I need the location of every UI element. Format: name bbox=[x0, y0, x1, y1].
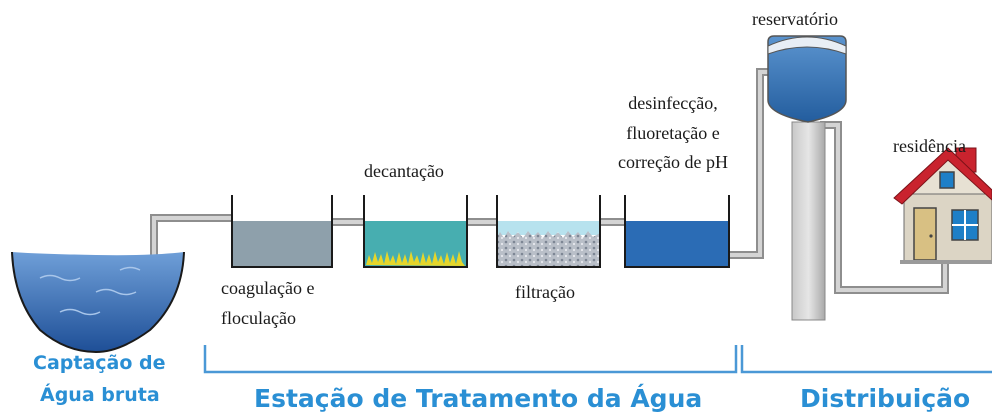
reservoir-tank bbox=[767, 35, 847, 123]
label-reservoir: reservatório bbox=[752, 9, 838, 29]
sediment-layer bbox=[366, 251, 465, 266]
section-treatment-station: Estação de Tratamento da Água bbox=[254, 384, 703, 413]
label-disinfection-line1: desinfecção, bbox=[628, 93, 718, 113]
house bbox=[893, 147, 992, 264]
section-distribution: Distribuição bbox=[800, 384, 971, 413]
attic-window bbox=[939, 171, 955, 189]
roof bbox=[893, 147, 992, 205]
raw-basin-outline bbox=[11, 251, 185, 354]
label-coagulation-line1: coagulação e bbox=[221, 278, 315, 298]
label-coagulation-line2: floculação bbox=[221, 308, 296, 328]
tower-column bbox=[791, 121, 826, 321]
raw-water-wave bbox=[39, 266, 141, 316]
filtration-tank bbox=[496, 195, 601, 268]
section-brackets bbox=[203, 345, 992, 374]
bracket-distribution bbox=[740, 345, 992, 374]
bracket-station bbox=[203, 345, 738, 374]
label-residence: residência bbox=[893, 136, 966, 156]
decantation-tank bbox=[363, 195, 468, 268]
reservoir-lid bbox=[767, 36, 847, 55]
section-intake-line1: Captação de bbox=[33, 352, 166, 374]
coagulation-tank bbox=[231, 195, 333, 268]
raw-water-fill bbox=[12, 252, 184, 352]
water-tower bbox=[767, 35, 847, 321]
door bbox=[913, 207, 937, 261]
label-disinfection-line3: correção de pH bbox=[618, 152, 728, 172]
disinfection-tank bbox=[624, 195, 730, 268]
label-filtration: filtração bbox=[515, 282, 575, 302]
raw-water-basin bbox=[11, 251, 185, 354]
label-decantation: decantação bbox=[364, 161, 444, 181]
label-disinfection-line2: fluoretação e bbox=[626, 123, 720, 143]
section-intake-line2: Água bruta bbox=[40, 384, 160, 406]
